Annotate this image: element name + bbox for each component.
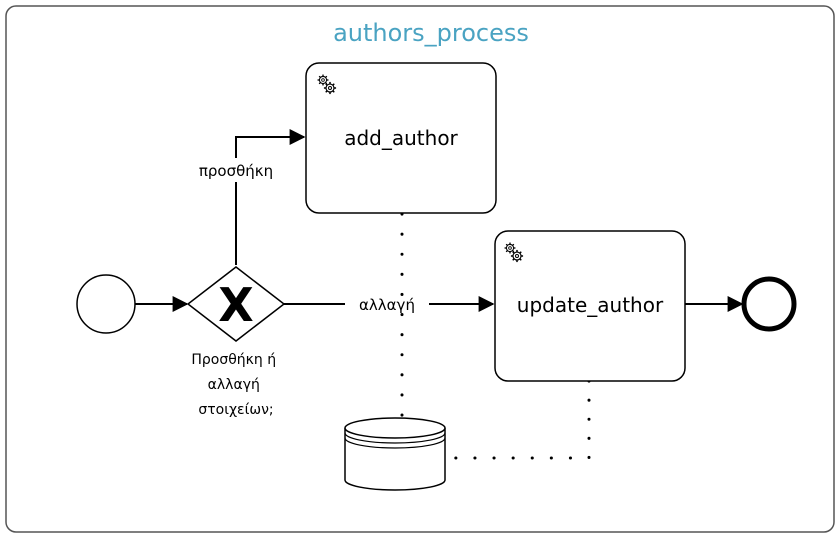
- task-label-add-author: add_author: [344, 126, 458, 150]
- data-association-update: [453, 379, 591, 460]
- flow-gateway-to-add-author[interactable]: [235, 129, 306, 265]
- start-event[interactable]: [76, 274, 136, 334]
- pool-title: authors_process: [333, 19, 529, 47]
- pool-frame: [5, 5, 835, 533]
- flow-label-update: αλλαγή: [359, 296, 415, 314]
- task-add-author[interactable]: add_author: [305, 62, 497, 214]
- gateway-x-symbol: X: [218, 278, 253, 332]
- database-icon[interactable]: [344, 417, 446, 491]
- task-label-update-author: update_author: [517, 293, 664, 317]
- flow-label-add: προσθήκη: [199, 162, 273, 180]
- task-update-author[interactable]: update_author: [494, 230, 686, 382]
- gateway-label: Προσθήκη ή αλλαγή στοιχείων;: [191, 352, 280, 418]
- end-event[interactable]: [741, 276, 797, 332]
- exclusive-gateway[interactable]: X: [186, 266, 286, 342]
